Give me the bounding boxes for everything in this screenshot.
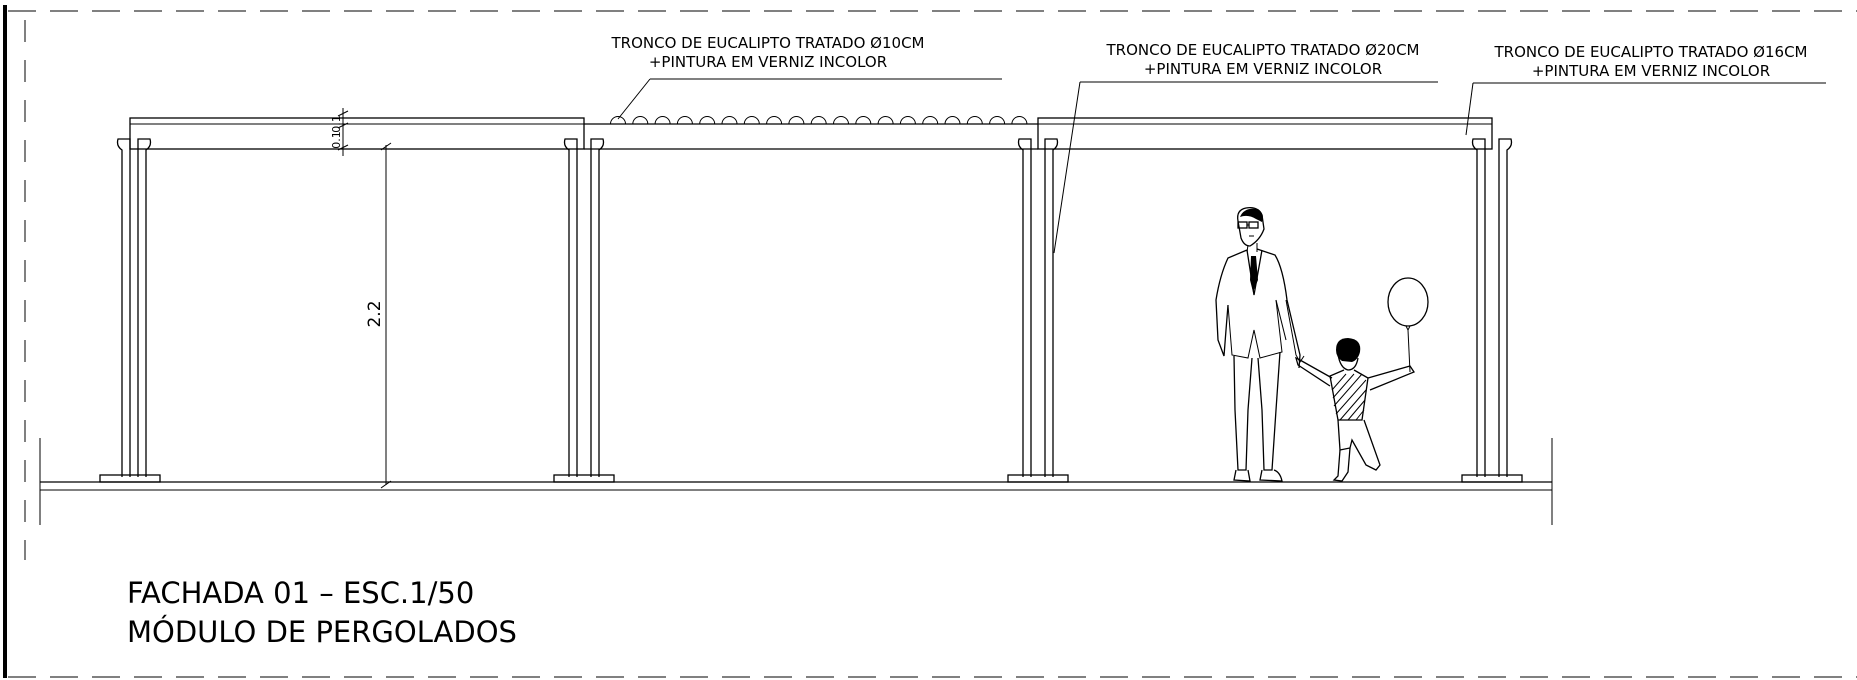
ground-line [39, 438, 1553, 525]
callout-log-20cm: TRONCO DE EUCALIPTO TRATADO Ø20CM +PINTU… [1053, 41, 1438, 254]
balloon [1387, 277, 1429, 327]
dimension-label-height: 2.2 [365, 300, 385, 327]
drawing-title-line2: MÓDULO DE PERGOLADOS [127, 615, 517, 649]
svg-text:+PINTURA EM VERNIZ INCOLOR: +PINTURA EM VERNIZ INCOLOR [1144, 60, 1382, 78]
svg-text:TRONCO DE EUCALIPTO TRATADO Ø1: TRONCO DE EUCALIPTO TRATADO Ø16CM [1494, 43, 1808, 61]
dimension-label-beam-top: 0.1 [330, 115, 343, 133]
small-log [855, 116, 872, 125]
man-figure [1215, 207, 1305, 482]
small-log [833, 116, 849, 125]
small-logs-row [610, 116, 1028, 125]
svg-text:TRONCO DE EUCALIPTO TRATADO Ø1: TRONCO DE EUCALIPTO TRATADO Ø10CM [611, 34, 925, 52]
dimension-beam-height: 0.1 0.1 [330, 108, 349, 156]
drawing-title-line1: FACHADA 01 – ESC.1/50 [127, 576, 474, 610]
small-log [610, 116, 626, 125]
beam-right [1037, 117, 1493, 150]
child-figure [1294, 277, 1429, 482]
column-4 [1461, 138, 1523, 483]
column-2 [553, 138, 615, 483]
small-log [654, 116, 671, 125]
callout-log-16cm: TRONCO DE EUCALIPTO TRATADO Ø16CM +PINTU… [1465, 43, 1826, 136]
small-log [721, 116, 738, 125]
small-log [877, 116, 894, 125]
small-log [632, 116, 649, 125]
callout-log-10cm: TRONCO DE EUCALIPTO TRATADO Ø10CM +PINTU… [611, 34, 1002, 120]
small-log [788, 116, 805, 125]
svg-text:+PINTURA EM VERNIZ INCOLOR: +PINTURA EM VERNIZ INCOLOR [1532, 62, 1770, 80]
small-log [989, 116, 1006, 125]
small-log [699, 116, 716, 125]
small-log [1011, 116, 1028, 125]
column-1 [99, 138, 161, 483]
dimension-column-height: 2.2 [365, 142, 392, 489]
dimension-label-beam-bottom: 0.1 [330, 131, 343, 149]
small-log [766, 116, 783, 125]
beam-middle [584, 123, 1038, 150]
svg-text:TRONCO DE EUCALIPTO TRATADO Ø2: TRONCO DE EUCALIPTO TRATADO Ø20CM [1106, 41, 1420, 59]
small-log [922, 116, 939, 125]
beam-left [129, 117, 585, 150]
svg-text:+PINTURA EM VERNIZ INCOLOR: +PINTURA EM VERNIZ INCOLOR [649, 53, 887, 71]
small-log [899, 116, 916, 125]
small-log [944, 116, 961, 125]
column-3 [1007, 138, 1069, 483]
small-log [966, 116, 983, 125]
small-log [743, 116, 760, 125]
small-log [676, 116, 693, 125]
small-log [810, 116, 827, 125]
